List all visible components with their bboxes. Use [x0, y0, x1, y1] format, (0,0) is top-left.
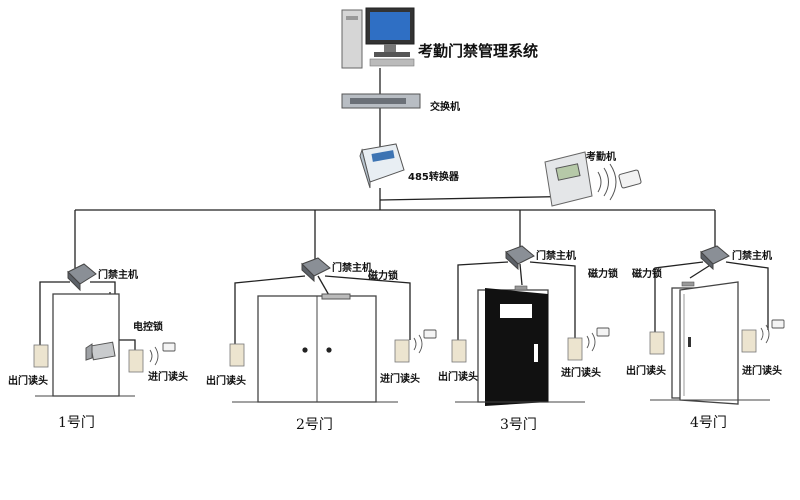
controller-icon-4	[700, 245, 730, 271]
card-signal-icon-3	[586, 327, 610, 352]
mag-lock-label-3: 磁力锁	[588, 269, 618, 280]
card-signal-icon-2	[413, 329, 437, 354]
door-4	[650, 281, 770, 405]
controller-icon-3	[505, 245, 535, 271]
controller-label-2: 门禁主机	[332, 263, 372, 274]
door-label-1: 1号门	[58, 415, 95, 431]
exit-reader-1	[33, 344, 49, 368]
card-signal-icon-4	[760, 319, 785, 344]
exit-reader-3	[451, 339, 467, 363]
entry-reader-1	[128, 349, 144, 373]
entry-reader-4	[741, 329, 757, 353]
controller-label-3: 门禁主机	[536, 251, 576, 262]
exit-reader-label-2: 出门读头	[206, 376, 246, 387]
exit-reader-label-1: 出门读头	[8, 376, 48, 387]
controller-icon-1	[67, 263, 97, 292]
mag-lock-label-4: 磁力锁	[632, 269, 662, 280]
door-label-3: 3号门	[500, 417, 537, 433]
entry-reader-label-3: 进门读头	[561, 368, 601, 379]
converter-icon	[359, 143, 405, 189]
exit-reader-4	[649, 331, 665, 355]
system-title: 考勤门禁管理系统	[418, 42, 539, 60]
switch-icon	[341, 93, 421, 109]
electric-lock-icon	[85, 341, 116, 361]
converter-label: 485转换器	[408, 172, 459, 183]
exit-reader-label-3: 出门读头	[438, 372, 478, 383]
controller-icon-2	[301, 257, 331, 283]
entry-reader-label-1: 进门读头	[148, 372, 188, 383]
connection-lines	[39, 68, 769, 350]
door-2	[232, 293, 398, 403]
attendance-machine-icon	[544, 151, 642, 207]
door-3	[455, 285, 585, 406]
entry-reader-label-4: 进门读头	[742, 366, 782, 377]
em-lock-label: 电控锁	[133, 322, 163, 333]
reader-icons	[33, 329, 757, 373]
computer-icon	[341, 7, 415, 69]
controller-label-1: 门禁主机	[98, 270, 138, 281]
entry-reader-label-2: 进门读头	[380, 374, 420, 385]
card-signal-icon-1	[149, 342, 176, 366]
exit-reader-label-4: 出门读头	[626, 366, 666, 377]
door-1	[35, 293, 135, 397]
mag-lock-label-2: 磁力锁	[368, 271, 398, 282]
entry-reader-2	[394, 339, 410, 363]
door-label-4: 4号门	[690, 415, 727, 431]
door-label-2: 2号门	[296, 417, 333, 433]
card-signal-icons	[149, 319, 785, 366]
controller-label-4: 门禁主机	[732, 251, 772, 262]
exit-reader-2	[229, 343, 245, 367]
attendance-label: 考勤机	[586, 152, 616, 163]
switch-label: 交换机	[430, 102, 460, 113]
entry-reader-3	[567, 337, 583, 361]
